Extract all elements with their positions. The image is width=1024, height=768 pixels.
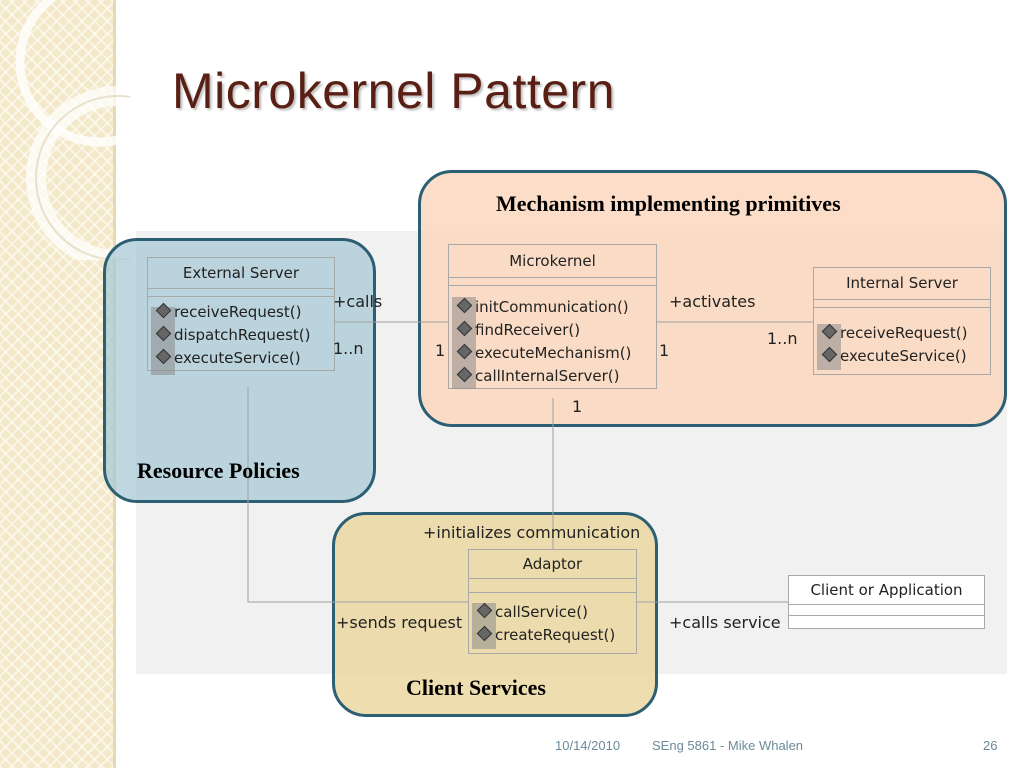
calls-multiplicity-external: 1..n xyxy=(333,339,364,358)
activates-multiplicity-internal: 1..n xyxy=(767,329,798,348)
class-operations: receiveRequest() dispatchRequest() execu… xyxy=(148,297,334,375)
method-icon xyxy=(155,302,172,319)
operation: callInternalServer() xyxy=(449,365,656,388)
resource-region-label: Resource Policies xyxy=(137,458,300,483)
operation: callService() xyxy=(469,601,636,624)
uml-class-external-server: External Server receiveRequest() dispatc… xyxy=(147,257,335,375)
operation: receiveRequest() xyxy=(814,322,990,345)
footer-course: SEng 5861 - Mike Whalen xyxy=(652,738,804,753)
class-operations: callService() createRequest() xyxy=(469,593,636,653)
operation: executeService() xyxy=(814,345,990,368)
class-name: Internal Server xyxy=(814,268,990,300)
class-attributes xyxy=(469,579,636,593)
operation: executeService() xyxy=(148,347,334,370)
method-icon xyxy=(456,366,473,383)
class-attributes xyxy=(814,300,990,308)
class-attributes xyxy=(449,278,656,286)
activates-multiplicity-microkernel: 1 xyxy=(659,341,670,360)
method-icon xyxy=(456,297,473,314)
method-icon xyxy=(476,602,493,619)
uml-class-client-application: Client or Application xyxy=(788,575,985,629)
method-icon xyxy=(821,346,838,363)
activates-label: +activates xyxy=(669,292,756,311)
client-region-label: Client Services xyxy=(406,675,546,700)
footer-date: 10/14/2010 xyxy=(555,738,621,753)
calls-label: +calls xyxy=(333,292,383,311)
method-icon xyxy=(456,343,473,360)
calls-service-label: +calls service xyxy=(669,613,781,632)
operation: executeMechanism() xyxy=(449,342,656,365)
method-icon xyxy=(456,320,473,337)
method-icon xyxy=(821,323,838,340)
operation: createRequest() xyxy=(469,624,636,647)
class-name: Client or Application xyxy=(789,576,984,605)
slide-title: Microkernel Pattern xyxy=(172,63,615,119)
uml-class-internal-server: Internal Server receiveRequest() execute… xyxy=(813,267,991,375)
calls-multiplicity-microkernel: 1 xyxy=(435,341,446,360)
class-operations xyxy=(789,616,984,628)
class-attributes xyxy=(789,605,984,616)
class-name: Adaptor xyxy=(469,550,636,579)
mechanism-region-label: Mechanism implementing primitives xyxy=(496,191,841,216)
class-attributes xyxy=(148,289,334,297)
uml-class-adaptor: Adaptor callService() createRequest() xyxy=(468,549,637,654)
decorative-circles xyxy=(15,0,130,260)
class-operations: initCommunication() findReceiver() execu… xyxy=(449,286,656,389)
operation: findReceiver() xyxy=(449,319,656,342)
method-icon xyxy=(155,348,172,365)
footer-page-number: 26 xyxy=(983,738,998,753)
operation: dispatchRequest() xyxy=(148,324,334,347)
method-icon xyxy=(476,625,493,642)
class-name: Microkernel xyxy=(449,245,656,278)
mechanism-region xyxy=(418,170,1007,427)
initializes-communication-label: +initializes communication xyxy=(423,523,641,542)
operation: initCommunication() xyxy=(449,296,656,319)
method-icon xyxy=(155,325,172,342)
adaptor-multiplicity-microkernel: 1 xyxy=(572,397,583,416)
class-name: External Server xyxy=(148,258,334,289)
sends-request-label: +sends request xyxy=(336,613,463,632)
operation: receiveRequest() xyxy=(148,301,334,324)
class-operations: receiveRequest() executeService() xyxy=(814,308,990,374)
uml-class-microkernel: Microkernel initCommunication() findRece… xyxy=(448,244,657,389)
